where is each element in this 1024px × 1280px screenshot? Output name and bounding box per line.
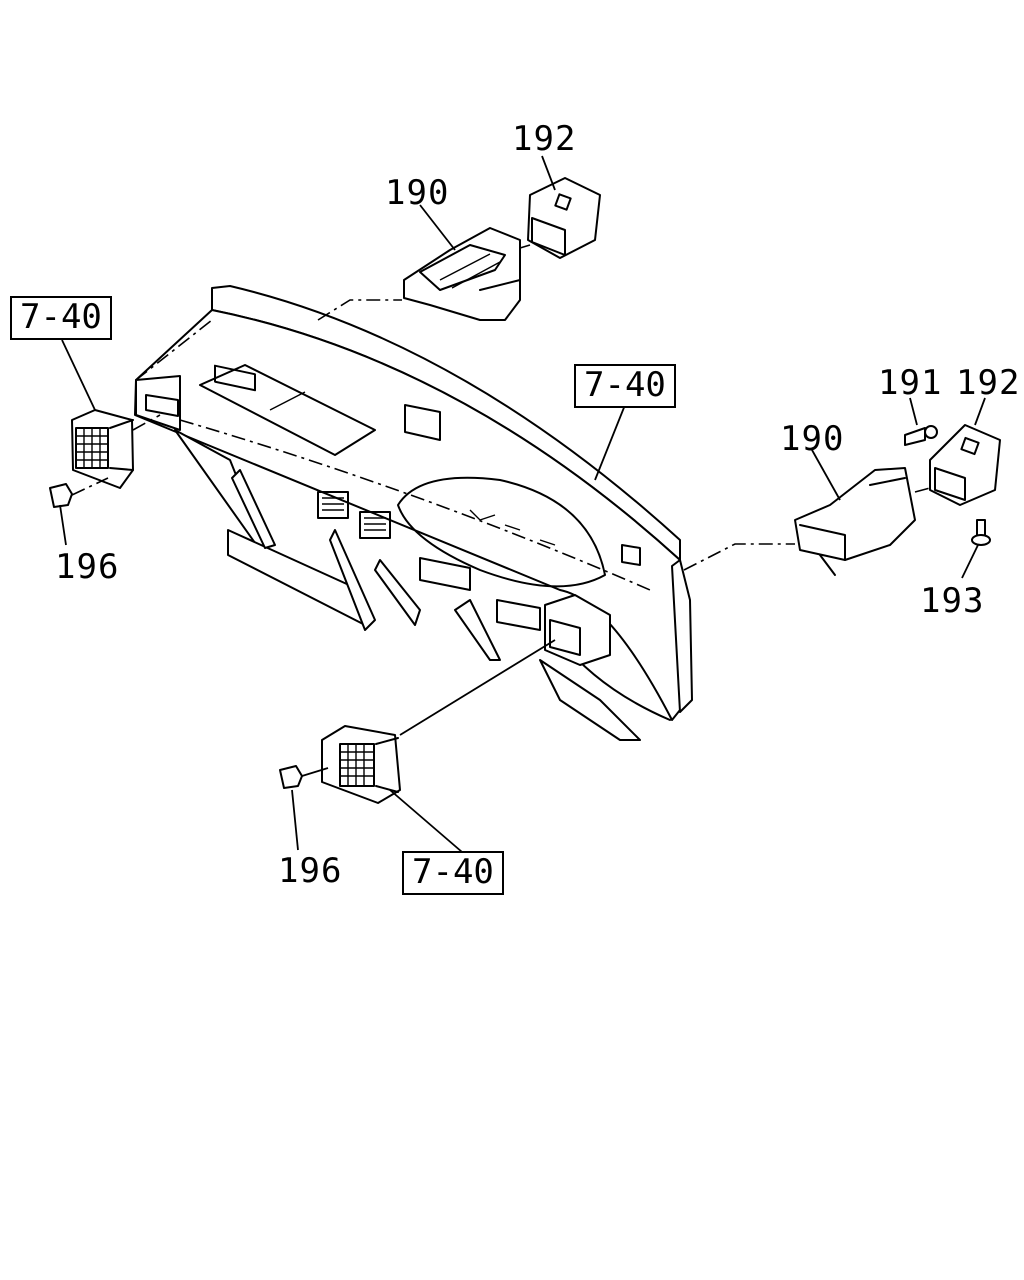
ref-box-bottom[interactable]: 7-40 (402, 851, 504, 895)
duct-192-top (527, 177, 601, 259)
duct-192-right (929, 424, 1001, 506)
label-193-right: 193 (920, 581, 985, 621)
ref-box-left[interactable]: 7-40 (10, 296, 112, 340)
duct-190-top (403, 227, 521, 321)
dashboard-panel (134, 285, 693, 741)
dash-line-top-2 (519, 244, 531, 249)
label-196-left: 196 (55, 547, 120, 587)
label-190-right: 190 (780, 419, 845, 459)
dash-line-left-2 (71, 477, 109, 496)
leader-lines (59, 155, 986, 853)
vent-grille-bottom (321, 725, 401, 804)
clip-196-left (49, 483, 73, 508)
clip-196-bottom (279, 765, 303, 789)
dash-line-right (683, 543, 795, 571)
duct-190-right (794, 467, 916, 576)
dash-line-right-2 (914, 487, 931, 493)
clip-193 (971, 519, 991, 546)
connect-line-bottom (399, 639, 556, 736)
label-196-bottom: 196 (278, 851, 343, 891)
connect-line-bottom-2 (301, 767, 329, 777)
label-192-top: 192 (512, 119, 577, 159)
label-191-right: 191 (878, 363, 943, 403)
screw-191 (904, 425, 938, 446)
ref-box-center[interactable]: 7-40 (574, 364, 676, 408)
label-192-right: 192 (956, 363, 1021, 403)
dash-line-top (317, 299, 402, 321)
vent-grille-left (71, 409, 134, 489)
label-190-top: 190 (385, 173, 450, 213)
dash-line-left (132, 414, 161, 431)
